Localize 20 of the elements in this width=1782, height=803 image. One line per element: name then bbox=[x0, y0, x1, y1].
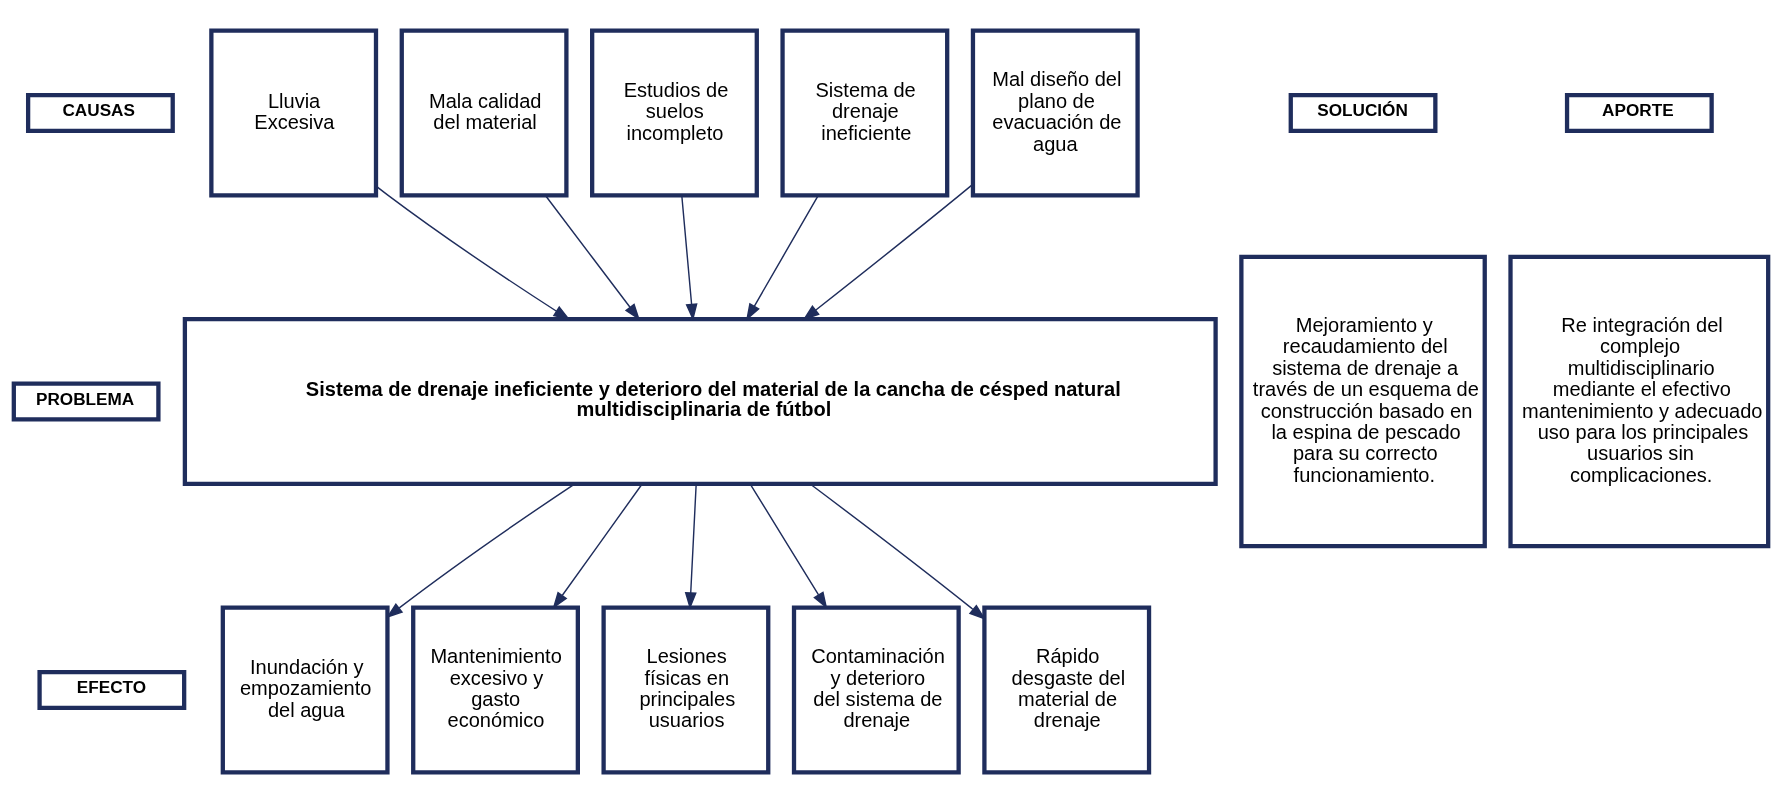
node-box: EFECTO bbox=[37, 669, 187, 710]
node-box: Estudios de suelos incompleto bbox=[590, 28, 759, 198]
node-box: Mantenimiento excesivo y gasto económico bbox=[411, 605, 580, 775]
node-box: Mal diseño del plano de evacuación de agua bbox=[970, 28, 1140, 198]
arrow bbox=[809, 483, 986, 620]
node-box: Lluvia Excesiva bbox=[209, 28, 379, 198]
node-box: Re integración del complejo multidisciplinario mediante el efectivo mantenimiento y adecuado uso para los principales usuarios sin complicaciones. bbox=[1508, 254, 1771, 549]
node-box: Lesiones físicas en principales usuarios bbox=[601, 605, 771, 775]
node-box: PROBLEMA bbox=[11, 381, 161, 422]
node-box: Mejoramiento y recaudamiento del sistema de drenaje a través de un esquema de construcción basado en la espina de pescado para su correcto funcionamiento. bbox=[1239, 254, 1487, 549]
node-box: Contaminación y deterioro del sistema de drenaje bbox=[791, 605, 961, 775]
node-box: CAUSAS bbox=[26, 93, 175, 134]
node-box: Mala calidad del material bbox=[399, 28, 569, 198]
node-box: Sistema de drenaje ineficiente bbox=[780, 28, 950, 198]
node-box: APORTE bbox=[1564, 93, 1714, 134]
node-box: Inundación y empozamiento del agua bbox=[220, 605, 390, 775]
node-box: Rápido desgaste del material de drenaje bbox=[982, 605, 1152, 775]
node-box: SOLUCIÓN bbox=[1288, 93, 1438, 134]
node-box: Sistema de drenaje ineficiente y deterioro del material de la cancha de césped natural multidisciplinaria de fútbol bbox=[182, 317, 1218, 486]
arrow bbox=[552, 483, 643, 609]
